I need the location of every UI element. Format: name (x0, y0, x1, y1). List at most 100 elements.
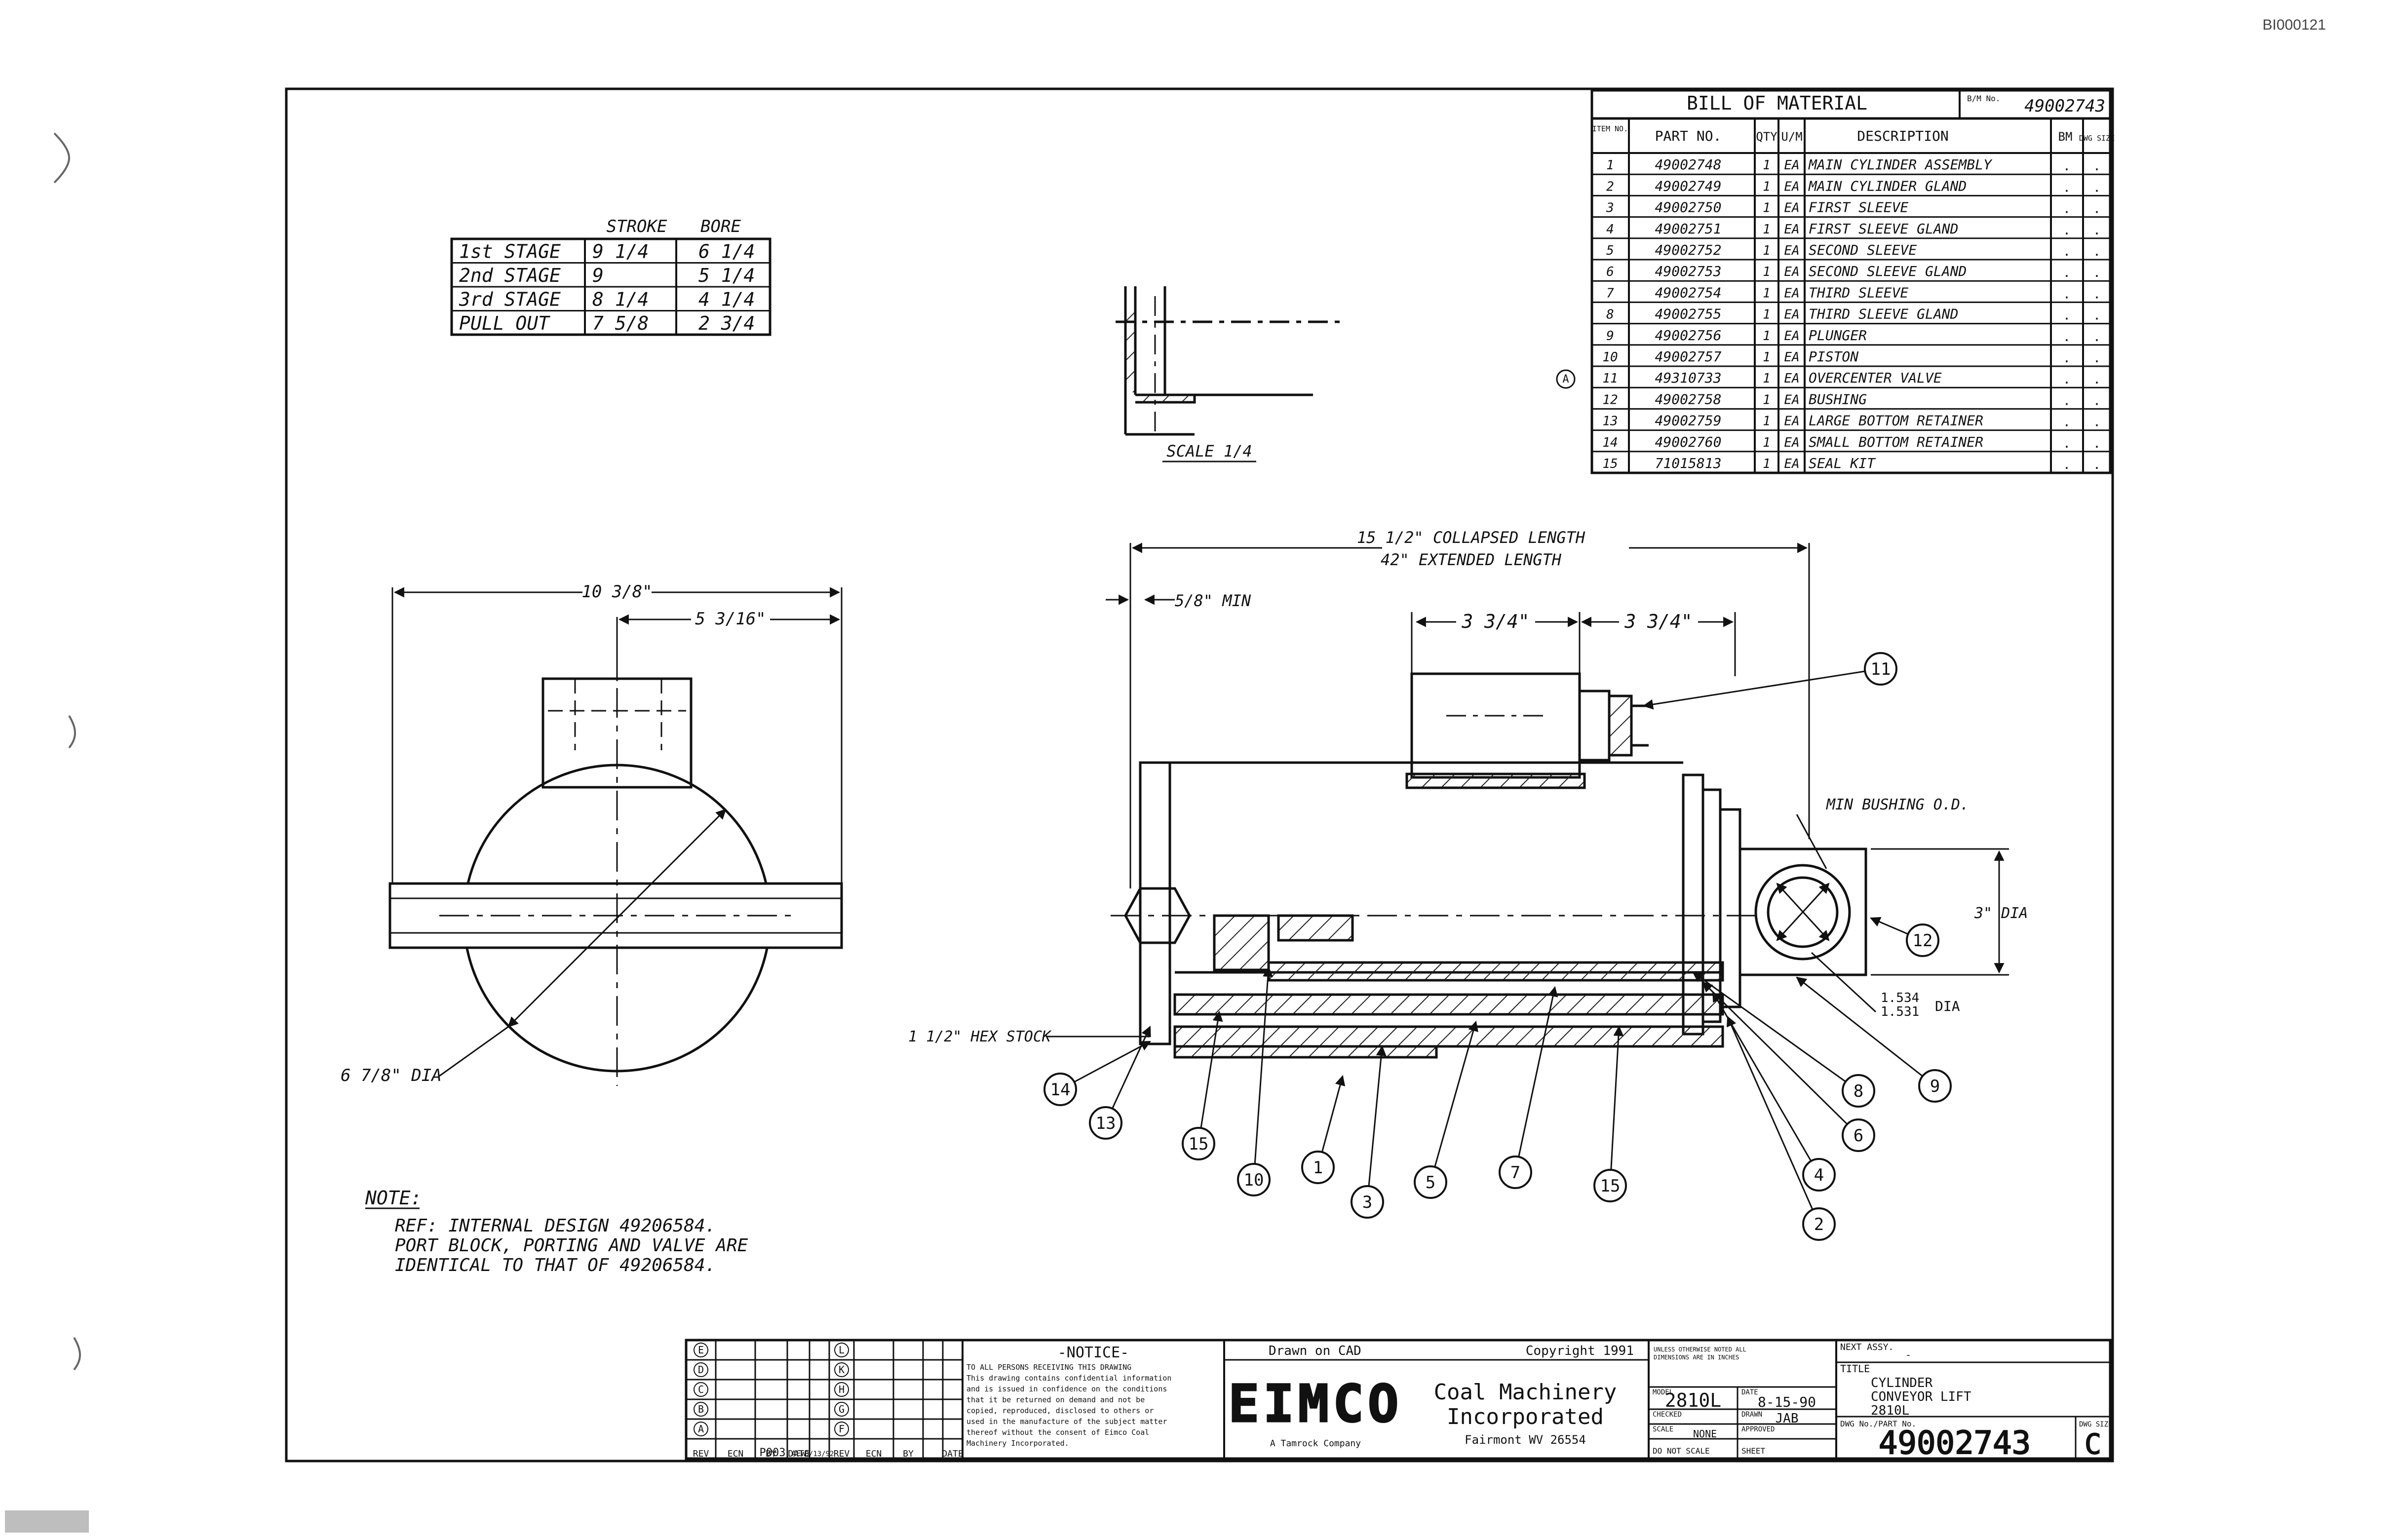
scale-value: NONE (1693, 1428, 1717, 1440)
bom-dot: . (2093, 287, 2101, 302)
bom-dot: . (2093, 415, 2101, 430)
stage-header-bore: BORE (700, 217, 741, 236)
title-line-3: 2810L (1871, 1403, 1909, 1418)
bom-cell-desc: MAIN CYLINDER ASSEMBLY (1808, 156, 1993, 173)
detail-scale-label: SCALE 1/4 (1166, 442, 1252, 461)
bom-header-bm: BM (2058, 130, 2073, 144)
bom-cell-um: EA (1784, 179, 1799, 194)
bom-cell-item: 10 (1602, 350, 1618, 365)
bom-cell-desc: SEAL KIT (1809, 455, 1876, 471)
rev-footer-cell: DATE (942, 1449, 963, 1459)
no-scale-label: DO NOT SCALE (1653, 1446, 1710, 1456)
bom-dot: . (2063, 415, 2071, 430)
bom-cell-desc: MAIN CYLINDER GLAND (1808, 178, 1967, 194)
bom-cell-desc: BUSHING (1809, 391, 1867, 407)
balloon-number: 7 (1510, 1163, 1520, 1183)
dwg-size-label: DWG SIZE (2079, 1421, 2112, 1428)
balloon-number: 6 (1854, 1126, 1863, 1146)
balloon-7: 7 (1499, 986, 1558, 1189)
bom-dot: . (2093, 308, 2101, 323)
balloon-10: 10 (1237, 966, 1274, 1196)
rev-letter-left: C (698, 1384, 704, 1395)
note: NOTE: REF: INTERNAL DESIGN 49206584. POR… (365, 1187, 748, 1275)
rev-row-a-by: AEW (792, 1449, 806, 1458)
notice-line: TO ALL PERSONS RECEIVING THIS DRAWING (966, 1363, 1131, 1372)
bom-number: 49002743 (2024, 96, 2105, 116)
tolerance-line-1: UNLESS OTHERWISE NOTED ALL (1654, 1346, 1746, 1353)
bom-header-size: DWG SIZE (2079, 134, 2115, 143)
bom-cell-desc: FIRST SLEEVE GLAND (1809, 221, 1958, 237)
bom-cell-qty: 1 (1763, 329, 1771, 344)
balloon-14: 14 (1043, 1040, 1151, 1106)
bom-dot: . (2063, 159, 2071, 174)
bom-cell-desc: SECOND SLEEVE GLAND (1809, 263, 1967, 279)
tolerance-line-2: DIMENSIONS ARE IN INCHES (1654, 1354, 1739, 1361)
page-id: BI000121 (2262, 17, 2326, 33)
balloon-11: 11 (1642, 652, 1897, 710)
bom-number-label: B/M No. (1967, 94, 2000, 103)
stage-cell-bore: 6 1/4 (698, 241, 755, 263)
bom-cell-item: 6 (1606, 265, 1614, 279)
bom-cell-part: 49002760 (1655, 434, 1722, 450)
bom-dot: . (2093, 372, 2101, 387)
balloon-5: 5 (1414, 1020, 1478, 1199)
balloon-number: 13 (1096, 1114, 1116, 1133)
bom-cell-part: 49002751 (1655, 221, 1722, 237)
title-label: TITLE (1840, 1363, 1870, 1375)
bom-cell-desc: THIRD SLEEVE GLAND (1809, 306, 1958, 322)
bom-dot: . (2093, 180, 2101, 195)
balloon-number: 14 (1050, 1080, 1071, 1100)
hex-stock-label: 1 1/2" HEX STOCK (908, 1028, 1052, 1045)
min-bushing-label: MIN BUSHING O.D. (1826, 796, 1969, 813)
balloon-4: 4 (1712, 991, 1836, 1192)
bom-cell-um: EA (1784, 435, 1799, 450)
bom-cell-qty: 1 (1763, 179, 1771, 194)
notice-line: that it be returned on demand and not be (966, 1395, 1145, 1404)
model-value: 2810L (1665, 1389, 1721, 1411)
stage-cell-stroke: 8 1/4 (592, 289, 649, 310)
bom-title: BILL OF MATERIAL (1687, 92, 1867, 114)
valve-dim-a: 3 3/4" (1461, 611, 1529, 632)
rev-footer-cell: BY (766, 1449, 776, 1459)
bom-header-part: PART NO. (1655, 128, 1722, 144)
rev-footer-cell: BY (903, 1449, 914, 1459)
balloon-8: 8 (1692, 971, 1875, 1108)
bom-revision-marker: A (1562, 373, 1569, 385)
rev-letter-right: K (839, 1364, 845, 1376)
stage-cell-label: 2nd STAGE (459, 265, 561, 286)
title-line-1: CYLINDER (1871, 1376, 1933, 1390)
bom-header-qty: QTY (1756, 130, 1777, 144)
title-line-2: CONVEYOR LIFT (1871, 1389, 1971, 1404)
stage-cell-bore: 4 1/4 (698, 289, 755, 310)
end-view-dia-label: 6 7/8" DIA (341, 1066, 442, 1085)
bom-cell-part: 49002752 (1655, 242, 1722, 258)
bom-cell-um: EA (1784, 265, 1799, 279)
detail-view (1116, 286, 1343, 436)
bom-dot: . (2063, 180, 2071, 195)
next-assy-value: - (1905, 1349, 1911, 1361)
dwg-no-label: DWG No./PART No. (1840, 1419, 1916, 1428)
balloon-number: 15 (1600, 1176, 1621, 1196)
bom-dot: . (2093, 458, 2101, 472)
next-assy-label: NEXT ASSY. (1840, 1342, 1893, 1352)
drawn-value: JAB (1776, 1411, 1799, 1426)
bom-cell-qty: 1 (1763, 371, 1771, 386)
dwg-size-value: C (2085, 1428, 2101, 1461)
bom-cell-item: 4 (1606, 222, 1614, 237)
three-inch-dia: 3" DIA (1974, 905, 2028, 922)
bom-cell-qty: 1 (1763, 201, 1771, 216)
bom-cell-qty: 1 (1763, 286, 1771, 301)
bom-cell-item: 5 (1606, 243, 1614, 258)
bom-cell-item: 12 (1602, 392, 1618, 407)
bom-cell-desc: SECOND SLEEVE (1809, 242, 1917, 258)
bom-cell-qty: 1 (1763, 308, 1771, 322)
end-view-overall-dim: 10 3/8" (581, 582, 652, 602)
bom-cell-qty: 1 (1763, 222, 1771, 237)
copyright: Copyright 1991 (1526, 1344, 1634, 1358)
bom-cell-um: EA (1784, 308, 1799, 322)
bom-dot: . (2093, 244, 2101, 259)
balloon-number: 8 (1854, 1081, 1863, 1101)
bom-cell-um: EA (1784, 329, 1799, 344)
bom-cell-um: EA (1784, 371, 1799, 386)
